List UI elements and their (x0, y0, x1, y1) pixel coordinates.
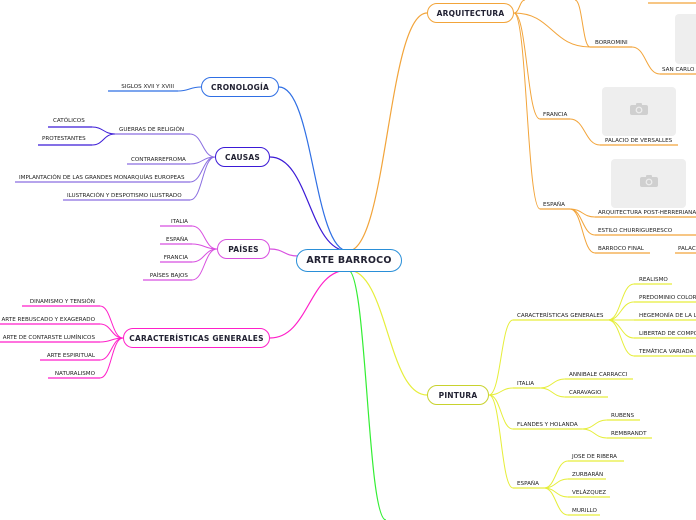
camera-icon (639, 174, 658, 187)
edge-espana-pint-3 (543, 487, 569, 516)
leaf-velazquez: VELÁZQUEZ (572, 490, 607, 496)
edge-pint-espana (488, 394, 514, 489)
node-arquitectura[interactable]: ARQUITECTURA (427, 3, 514, 23)
leaf-predominio: PREDOMINIO COLOR (639, 295, 696, 301)
leaf-paises-bajos: PAÍSES BAJOS (149, 273, 188, 279)
leaf-carracci: ANNIBALE CARRACCI (569, 372, 628, 378)
edge-espana-arq-2 (569, 208, 596, 254)
node-paises[interactable]: PAÍSES (217, 239, 270, 259)
edge-caract-1 (99, 323, 124, 339)
edge-root-paises (269, 248, 299, 257)
leaf-churrigueresco: ESTILO CHURRIGUERESCO (598, 228, 673, 234)
leaf-murillo: MURILLO (572, 508, 597, 514)
edge-espana-pint-0 (543, 460, 569, 489)
edge-borromini-sancarlo (631, 46, 661, 75)
edge-root-caracteristicas (269, 269, 349, 339)
edge-paises-2 (191, 248, 218, 263)
edge-root-cronologia (278, 86, 349, 252)
leaf-borromini: BORROMINI (595, 40, 628, 46)
edge-root-pintura (347, 269, 428, 396)
edge-paises-0 (191, 225, 218, 250)
leaf-rembrandt: REMBRANDT (611, 431, 647, 437)
edge-cronologia-siglos (177, 86, 202, 92)
leaf-dinamismo: DINAMISMO Y TENSIÓN (29, 299, 95, 305)
leaf-barroco-final: BARROCO FINAL (598, 246, 644, 252)
edge-flandes-rubens (581, 419, 608, 430)
edge-causas-guerras (189, 133, 216, 158)
leaf-monarquias: IMPLANTACIÓN DE LAS GRANDES MONARQUÍAS E… (19, 175, 185, 181)
edge-guerras-catolicos (91, 126, 116, 135)
edge-caract-4 (99, 337, 124, 379)
edge-francia-versalles (569, 118, 601, 146)
leaf-tematica: TEMÁTICA VARIADA (639, 349, 694, 355)
leaf-espana-pint: ESPAÑA (517, 481, 539, 487)
edge-generales-3 (607, 319, 635, 339)
edge-italia-caravagio (539, 387, 566, 398)
leaf-post-herreriana: ARQUITECTURA POST-HERRERIANA (598, 210, 696, 216)
leaf-contraste: ARTE DE CONTARSTE LUMÍNICOS (2, 335, 95, 341)
node-caracteristicas[interactable]: CARACTERÍSTICAS GENERALES (123, 328, 270, 348)
leaf-san-carlo: SAN CARLO (662, 67, 695, 73)
edge-root-arquitectura (347, 12, 428, 252)
edge-arq-francia (513, 12, 541, 120)
edge-caract-0 (99, 305, 124, 339)
leaf-caravagio: CARAVAGIO (569, 390, 602, 396)
leaf-versalles: PALACIO DE VERSALLES (605, 138, 673, 144)
leaf-espiritual: ARTE ESPIRITUAL (46, 353, 95, 359)
leaf-italia: ITALIA (170, 219, 188, 225)
edge-arq-top (513, 0, 526, 14)
edge-pint-generales (488, 319, 514, 396)
leaf-guerras: GUERRAS DE RELIGIÓN (119, 127, 185, 133)
edge-flandes-rembrandt (581, 428, 608, 439)
leaf-francia-arq: FRANCIA (543, 112, 568, 118)
leaf-protestantes: PROTESTANTES (42, 136, 86, 142)
edge-italia-carracci (539, 378, 566, 389)
leaf-flandes: FLANDES Y HOLANDA (517, 422, 578, 428)
photo-espana-arq (611, 159, 686, 208)
leaf-rubens: RUBENS (611, 413, 635, 419)
node-causas[interactable]: CAUSAS (215, 147, 270, 167)
edge-arq-espana (513, 12, 541, 210)
edge-pint-flandes (488, 394, 514, 430)
leaf-contrarreforma: CONTRARREFROMA (131, 157, 186, 163)
node-cronologia[interactable]: CRONOLOGÍA (201, 77, 279, 97)
leaf-francia: FRANCIA (163, 255, 188, 261)
edge-root-causas (269, 156, 349, 252)
leaf-rebuscado: ARTE REBUSCADO Y EXAGERADO (1, 317, 95, 323)
leaf-libertad: LIBERTAD DE COMPO (639, 331, 696, 337)
edge-arq-top2 (574, 0, 591, 48)
photo-san-carlo (675, 14, 696, 64)
leaf-ilustracion: ILUSTRACIÓN Y DESPOTISMO ILUSTRADO (67, 193, 182, 199)
leaf-ribera: JOSE DE RIBERA (572, 454, 617, 460)
leaf-siglos: SIGLOS XVII Y XVIII (121, 84, 174, 90)
leaf-generales: CARACTERÍSTICAS GENERALES (517, 313, 604, 319)
edge-root-green (347, 269, 387, 520)
edge-paises-3 (191, 248, 218, 281)
leaf-zurbaran: ZURBARÁN (572, 472, 604, 478)
edge-causas-ilustracion (189, 156, 216, 201)
edge-generales-1 (607, 301, 635, 321)
edge-guerras-protestantes (91, 133, 116, 146)
root-node[interactable]: ARTE BARROCO (296, 249, 402, 272)
edge-generales-4 (607, 319, 635, 357)
edge-arq-borromini (513, 12, 591, 48)
leaf-hegemonia: HEGEMONÍA DE LA L (639, 313, 696, 319)
camera-icon (630, 102, 648, 115)
edge-pint-italia (488, 387, 514, 396)
leaf-italia-pint: ITALIA (517, 381, 535, 387)
photo-versalles (602, 87, 676, 136)
leaf-naturalismo: NATURALISMO (54, 371, 95, 377)
leaf-palac: PALAC (678, 246, 696, 252)
edge-generales-0 (607, 283, 635, 321)
node-pintura[interactable]: PINTURA (427, 385, 489, 405)
leaf-espana: ESPAÑA (166, 237, 188, 243)
leaf-realismo: REALISMO (639, 277, 668, 283)
leaf-catolicos: CATÓLICOS (53, 118, 85, 124)
leaf-espana-arq: ESPAÑA (543, 202, 565, 208)
